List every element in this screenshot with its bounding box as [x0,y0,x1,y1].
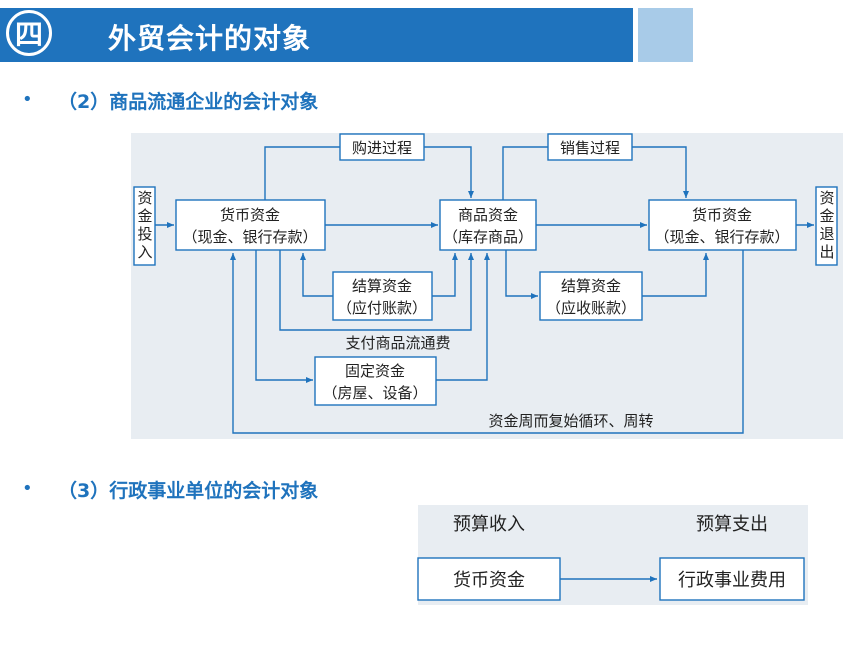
input-char-3: 投 [137,225,152,243]
settle-recv-detail: （应收账款） [546,299,636,317]
admin-expense-text: 行政事业费用 [678,570,786,591]
page-title: 外贸会计的对象 [108,22,312,55]
cash2-detail: （现金、银行存款） [654,228,789,246]
input-char-4: 入 [137,243,152,261]
budget-spend-label: 预算支出 [696,514,768,535]
settlement-payable-box [332,271,433,321]
settle-recv-title: 结算资金 [561,277,621,295]
purchase-process-label: 购进过程 [352,139,412,157]
title-bar [0,8,633,62]
settle-pay-detail: （应付账款） [337,299,427,317]
input-char-2: 金 [137,207,152,225]
goods-capital-box [439,199,537,251]
output-char-1: 资 [819,189,834,207]
section-heading-2: （2）商品流通企业的会计对象 [58,91,319,113]
purchase-process-label-box [339,133,425,161]
budget-income-label: 预算收入 [453,514,525,535]
fixed-detail: （房屋、设备） [322,384,427,402]
cash-capital-box-2 [648,199,797,251]
fixed-title: 固定资金 [345,362,405,380]
goods-detail: （库存商品） [443,228,533,246]
cycle-label: 资金周而复始循环、周转 [488,412,653,430]
settle-pay-title: 结算资金 [352,277,412,295]
bullet-icon: • [22,89,33,110]
capital-output-box [815,186,838,266]
budget-cash-box [417,557,561,601]
section-heading-3: （3）行政事业单位的会计对象 [58,480,319,502]
output-char-3: 退 [819,225,834,243]
cash1-title: 货币资金 [220,206,280,224]
sales-process-label: 销售过程 [560,139,620,157]
output-char-4: 出 [819,243,834,261]
bullet-icon: • [22,478,33,499]
goods-title: 商品资金 [458,206,518,224]
settlement-receivable-box [539,271,643,321]
cash1-detail: （现金、银行存款） [182,228,317,246]
expense-label: 支付商品流通费 [345,334,450,352]
section-number-badge: 四 [6,10,52,56]
admin-expense-box [659,557,805,601]
cash2-title: 货币资金 [692,206,752,224]
input-char-1: 资 [137,189,152,207]
fixed-capital-box [314,356,437,406]
cash-capital-box-1 [175,199,326,251]
sales-process-label-box [547,133,633,161]
title-accent-block [638,8,693,62]
capital-input-box [133,186,156,266]
output-char-2: 金 [819,207,834,225]
budget-cash-text: 货币资金 [453,570,525,591]
